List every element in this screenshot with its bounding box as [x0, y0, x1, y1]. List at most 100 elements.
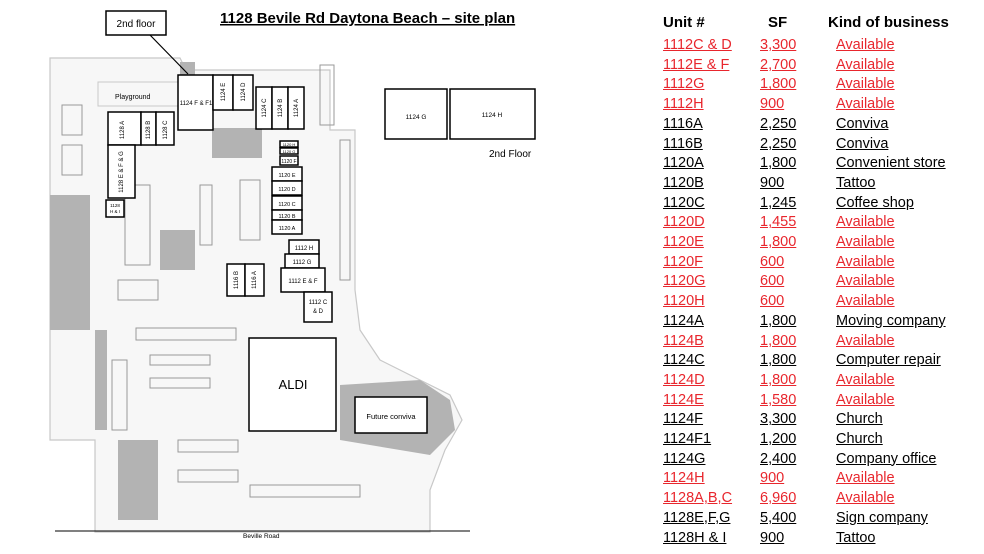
unit-cell: 1112C & D: [663, 37, 732, 53]
unit-cell: 1124E: [663, 391, 704, 408]
unit-1128c-label: 1128 C: [163, 120, 169, 140]
unit-1124e-label: 1124 E: [221, 83, 227, 102]
callout-leader: [149, 34, 189, 75]
unit-1124ff1: [177, 74, 214, 131]
unit-1112ef-label: 1112 E & F: [288, 279, 317, 285]
unit-cell: 1112E & F: [663, 56, 730, 73]
unit-cell: 1120A: [663, 155, 704, 172]
sf-cell: 900: [760, 470, 785, 487]
sf-cell: 1,800: [760, 155, 797, 172]
unit-cell: 1120C: [663, 194, 705, 211]
unit-cell: 1124F1: [663, 431, 712, 447]
unit-1124ff1-label: 1124 F & F1: [180, 101, 213, 107]
kind-cell: Tattoo: [836, 529, 876, 546]
unit-cell: 1124H: [663, 470, 705, 487]
kind-cell: Available: [836, 56, 895, 73]
unit-1120g: [279, 147, 299, 155]
header-unit: Unit #: [663, 14, 705, 31]
kind-cell: Available: [836, 470, 895, 487]
unit-cell: 1120B: [663, 174, 704, 191]
kind-cell: Available: [836, 293, 895, 310]
sf-cell: 1,800: [760, 234, 797, 250]
kind-cell: Available: [836, 332, 895, 349]
page-title: 1128 Bevile Rd Daytona Beach – site plan: [220, 10, 515, 27]
sf-cell: 2,400: [760, 450, 797, 467]
kind-cell: Available: [836, 391, 895, 408]
unit-1120h: [279, 140, 299, 148]
playground-label: Playground: [115, 94, 151, 101]
green-area-courtyard: [212, 128, 262, 158]
green-area-southwest: [95, 330, 107, 430]
sf-cell: 600: [760, 253, 785, 270]
unit-1116b-label: 1116 B: [234, 271, 240, 289]
unit-1120h-label: 1120 H: [283, 142, 296, 147]
kind-cell: Available: [836, 234, 895, 250]
table-row: 1124G 2,400 Company office: [660, 451, 980, 471]
unit-cell: 1128A,B,C: [663, 490, 733, 507]
future-conviva-building: [354, 396, 428, 434]
green-area-south: [118, 440, 158, 520]
unit-1120f: [279, 155, 299, 166]
unit-1124a-label: 1124 A: [294, 99, 300, 117]
table-row: 1120E 1,800 Available: [660, 234, 980, 254]
sf-cell: 2,700: [760, 56, 797, 73]
table-row: 1112E & F 2,700 Available: [660, 57, 980, 77]
unit-1128hi-label-2: H & I: [110, 209, 120, 214]
unit-1124b-label: 1124 B: [278, 99, 284, 118]
kind-cell: Available: [836, 490, 895, 507]
table-row: 1124H 900 Available: [660, 470, 980, 490]
unit-1124h: [449, 88, 536, 140]
kind-cell: Company office: [836, 450, 937, 467]
kind-cell: Church: [836, 431, 883, 447]
unit-cell: 1124F: [663, 411, 704, 428]
unit-1112cd: [303, 291, 333, 323]
kind-cell: Convenient store: [836, 155, 946, 172]
kind-cell: Available: [836, 253, 895, 270]
kind-cell: Computer repair: [836, 352, 941, 369]
unit-cell: 1124G: [663, 450, 706, 467]
unit-1124d: [232, 74, 254, 111]
sf-cell: 3,300: [760, 411, 797, 428]
unit-1120e-label: 1120 E: [278, 173, 295, 179]
unit-1120a-label: 1120 A: [279, 226, 296, 232]
unit-cell: 1120D: [663, 214, 705, 231]
unit-1120g-label: 1120 G: [283, 149, 296, 154]
unit-1128b-label: 1128 B: [146, 121, 152, 140]
unit-1112ef: [280, 267, 326, 293]
sf-cell: 5,400: [760, 509, 797, 526]
parking-stalls: [61, 64, 361, 498]
kind-cell: Available: [836, 214, 895, 231]
unit-cell: 1120E: [663, 234, 704, 250]
kind-cell: Sign company: [836, 509, 928, 526]
unit-1124c-label: 1124 C: [262, 98, 268, 118]
future-conviva-label: Future conviva: [366, 412, 416, 421]
kind-cell: Available: [836, 37, 895, 53]
sf-cell: 1,200: [760, 431, 797, 447]
green-area-west: [50, 195, 90, 330]
callout-anchor: [180, 62, 195, 75]
unit-1128a-label: 1128 A: [120, 121, 126, 139]
aldi-label: ALDI: [279, 377, 308, 392]
kind-cell: Conviva: [836, 115, 889, 132]
unit-1112h-label: 1112 H: [295, 246, 313, 252]
aldi-building: [248, 337, 337, 432]
kind-cell: Coffee shop: [836, 194, 914, 211]
unit-cell: 1124D: [663, 371, 705, 388]
road-label: Beville Road: [243, 533, 280, 540]
unit-1116a-label: 1116 A: [252, 271, 258, 289]
unit-cell: 1128H & I: [663, 529, 727, 546]
